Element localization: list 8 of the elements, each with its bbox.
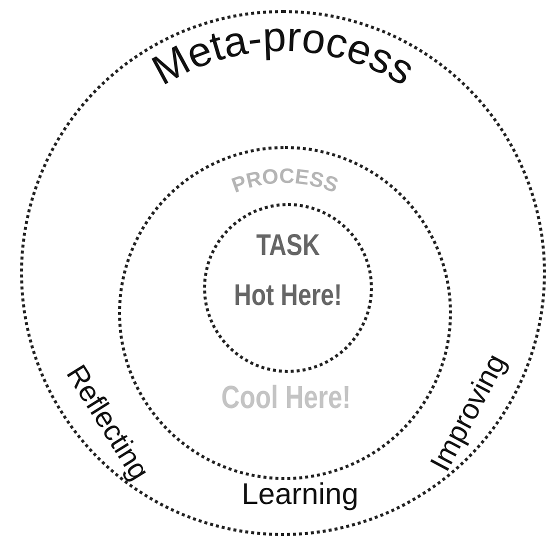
ring-label: Cool Here!	[221, 381, 351, 413]
dotted-ring	[203, 203, 373, 373]
dotted-ring	[20, 10, 546, 536]
core-title: TASK	[256, 231, 320, 261]
ring-label: Learning	[242, 480, 358, 510]
core-label: Hot Here!	[234, 281, 342, 311]
middle-ring-title: PROCESS	[228, 164, 342, 198]
outer-ring-title: Meta-process	[144, 12, 423, 94]
